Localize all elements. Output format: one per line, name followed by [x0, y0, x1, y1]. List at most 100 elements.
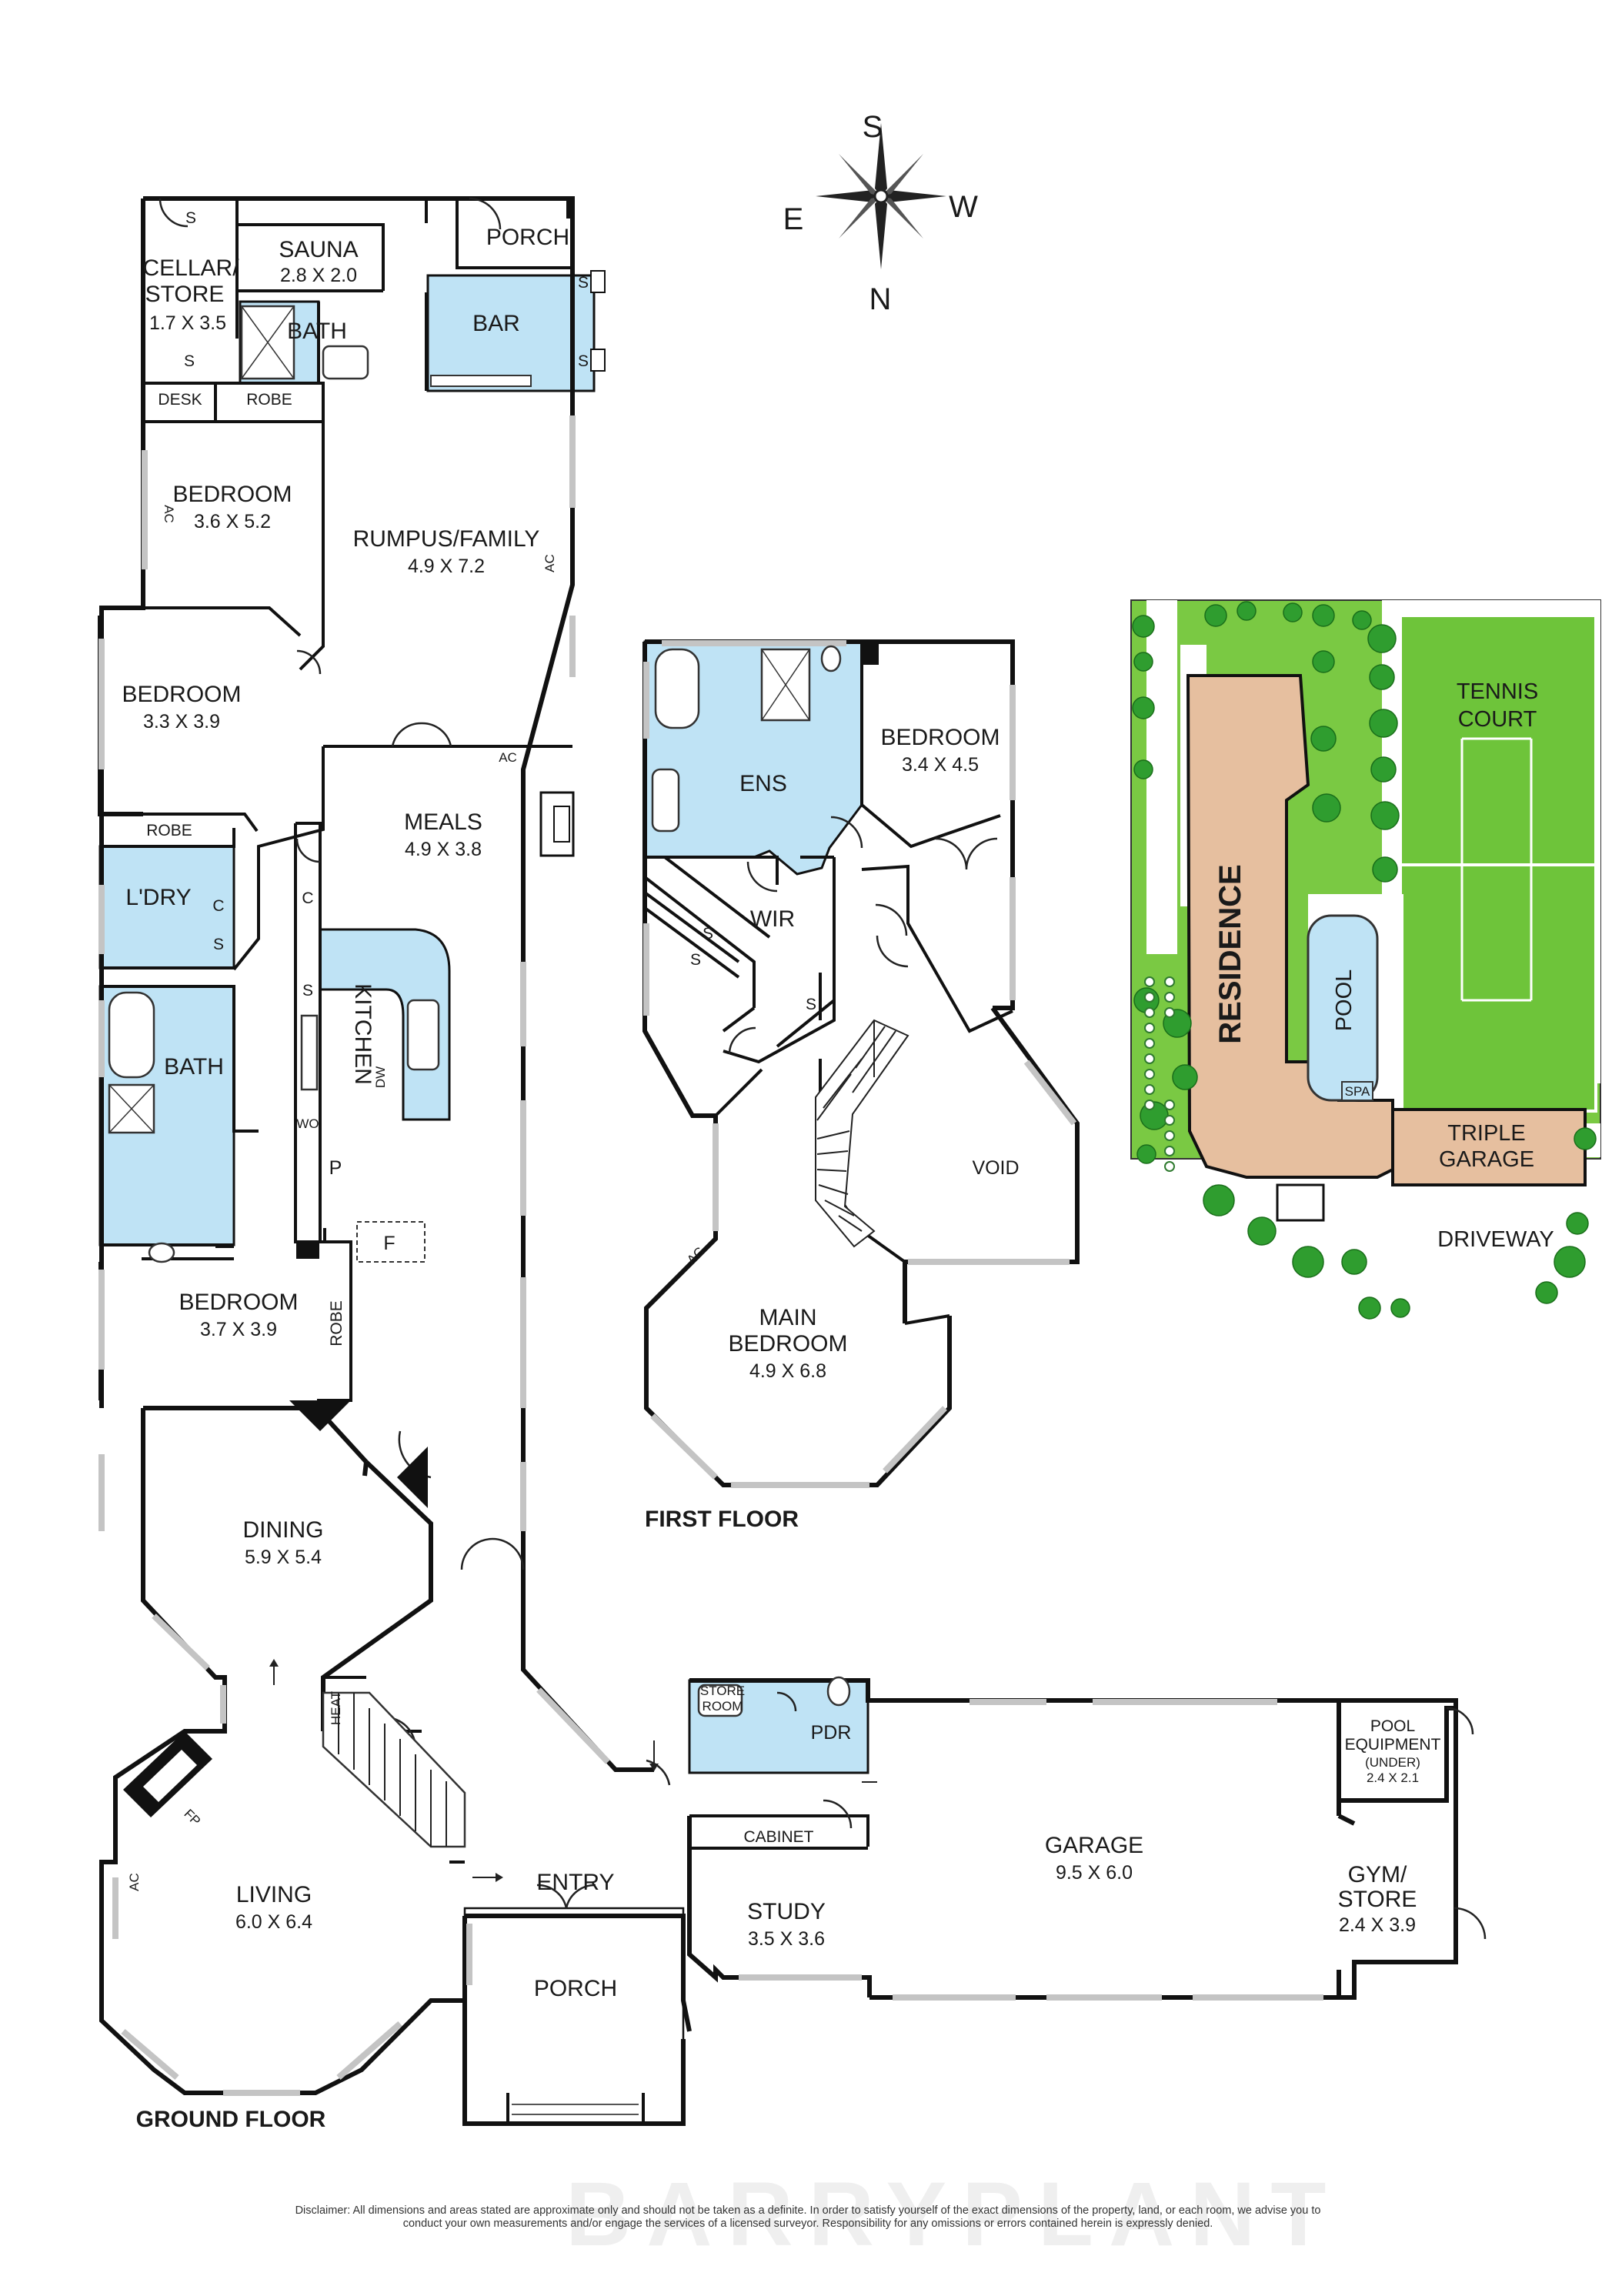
shrub-dots: [1144, 976, 1175, 1172]
dining-label: DINING: [243, 1517, 324, 1543]
residence-label: RESIDENCE: [1213, 864, 1247, 1043]
rumpus-label: RUMPUS/FAMILY: [353, 526, 540, 552]
shelf-label: S: [578, 352, 589, 370]
sauna-label: SAUNA: [279, 237, 358, 262]
bathtub-icon: [108, 991, 155, 1079]
gym-store-label-1: GYM/: [1348, 1862, 1407, 1887]
bar-label: BAR: [472, 311, 520, 336]
sink-icon: [651, 768, 680, 833]
triple-garage-footprint: [1391, 1108, 1587, 1186]
cellar-store-label-2: STORE: [145, 282, 225, 307]
compass-rose: S N E W: [783, 110, 978, 316]
porch-front-label: PORCH: [534, 1976, 617, 2001]
sauna-dims: 2.8 X 2.0: [280, 265, 357, 286]
gym-store-dims: 2.4 X 3.9: [1339, 1914, 1416, 1936]
spa-label: SPA: [1345, 1084, 1370, 1099]
tennis-court-label-2: COURT: [1458, 707, 1537, 732]
shelf-label: S: [578, 274, 589, 292]
ground-floor-plan: CELLAR/ STORE 1.7 X 3.5 SAUNA 2.8 X 2.0 …: [98, 196, 1487, 2132]
kitchen-label: KITCHEN: [350, 983, 375, 1085]
tennis-court-label-1: TENNIS: [1457, 679, 1538, 704]
living-dims: 6.0 X 6.4: [235, 1911, 312, 1933]
bathtub-icon: [654, 648, 700, 729]
robe-mid-label: ROBE: [146, 822, 192, 839]
garage-label: GARAGE: [1045, 1833, 1143, 1858]
pool-equipment-note: (UNDER): [1365, 1755, 1420, 1770]
stair-ground: [322, 1691, 466, 1848]
pdr-label: PDR: [811, 1722, 852, 1744]
shelf-label: S: [213, 936, 224, 953]
bedroom-3-label: BEDROOM: [179, 1290, 298, 1315]
shelf-label: S: [690, 951, 701, 969]
toilet-icon: [148, 1242, 175, 1263]
cellar-store-label-1: CELLAR/: [142, 255, 239, 281]
bedroom-2-label: BEDROOM: [122, 682, 241, 707]
bedroom-1-dims: 3.6 X 5.2: [194, 511, 271, 532]
site-plan: TENNIS COURT RESIDENCE POOL SPA TRIPLE G…: [1130, 599, 1601, 1339]
compass-east-label: E: [783, 202, 804, 236]
laundry-area: [98, 845, 235, 969]
first-floor-plan: ENS WIR BEDROOM 3.4 X 4.5 VOID MAIN BEDR…: [642, 639, 1080, 1532]
meals-label: MEALS: [404, 809, 482, 835]
shelf-label: S: [806, 996, 816, 1013]
garage-dims: 9.5 X 6.0: [1056, 1862, 1133, 1884]
disclaimer-text: Disclaimer: All dimensions and areas sta…: [295, 2204, 1321, 2230]
robe-lower-label: ROBE: [328, 1300, 345, 1347]
desk-label: DESK: [158, 391, 202, 409]
compass-west-label: W: [949, 190, 978, 224]
bath-main-label: BATH: [164, 1054, 224, 1080]
first-floor-label: FIRST FLOOR: [645, 1507, 799, 1532]
shelf-label: S: [302, 982, 313, 999]
rumpus-dims: 4.9 X 7.2: [408, 556, 485, 577]
laundry-label: L'DRY: [125, 885, 191, 910]
shelf-label: S: [185, 209, 196, 227]
main-bedroom-label-1: MAIN: [759, 1305, 817, 1330]
heat-label: HEAT: [329, 1691, 343, 1725]
wir-label: WIR: [750, 906, 795, 932]
void-label: VOID: [972, 1157, 1019, 1179]
bedroom-3-dims: 3.7 X 3.9: [200, 1319, 277, 1340]
pool-equipment-dims: 2.4 X 2.1: [1367, 1770, 1419, 1785]
triple-garage-label-2: GARAGE: [1439, 1147, 1534, 1172]
sink-icon: [300, 1014, 319, 1091]
bedroom-1-label: BEDROOM: [172, 482, 292, 507]
brand-watermark: BARRYPLANT: [566, 2164, 1342, 2265]
kitchen-bench: [319, 928, 451, 1121]
store-room-label-2: ROOM: [703, 1699, 743, 1714]
shelf-label: S: [184, 352, 195, 370]
ac-label: AC: [542, 554, 557, 572]
pool-equipment-label-2: EQUIPMENT: [1345, 1736, 1441, 1754]
wo-label: WO: [296, 1116, 319, 1131]
sauna-bath-label: BATH: [287, 319, 347, 344]
porch-rear-label: PORCH: [486, 225, 569, 250]
bedroom-first-label: BEDROOM: [880, 725, 1000, 750]
pool-label: POOL: [1332, 969, 1357, 1032]
compass-north-label: N: [869, 282, 892, 316]
toilet-icon: [820, 645, 842, 672]
bedroom-first-dims: 3.4 X 4.5: [902, 754, 979, 776]
dw-label: DW: [373, 1066, 388, 1088]
gym-store-label-2: STORE: [1338, 1887, 1417, 1912]
ac-label: AC: [499, 750, 517, 765]
triple-garage-label-1: TRIPLE: [1447, 1121, 1526, 1146]
cabinet-label: CABINET: [743, 1828, 813, 1846]
dining-dims: 5.9 X 5.4: [245, 1547, 322, 1568]
bar-area: [426, 274, 596, 392]
main-bedroom-dims: 4.9 X 6.8: [749, 1360, 826, 1382]
living-label: LIVING: [236, 1882, 312, 1907]
entry-label: ENTRY: [536, 1870, 614, 1895]
study-dims: 3.5 X 3.6: [748, 1928, 825, 1950]
compass-south-label: S: [863, 110, 883, 144]
main-bedroom-label-2: BEDROOM: [728, 1331, 847, 1357]
cupboard-label: C: [212, 897, 224, 915]
cellar-store-dims: 1.7 X 3.5: [149, 312, 226, 334]
shelf-label: S: [703, 925, 713, 943]
fridge-label: F: [383, 1233, 395, 1254]
store-room-label-1: STORE: [700, 1684, 745, 1698]
ensuite-label: ENS: [739, 771, 787, 796]
ground-floor-label: GROUND FLOOR: [136, 2107, 326, 2132]
cupboard-label: C: [302, 889, 313, 907]
pool-equipment-label-1: POOL: [1370, 1717, 1415, 1735]
ac-label: AC: [162, 505, 176, 523]
